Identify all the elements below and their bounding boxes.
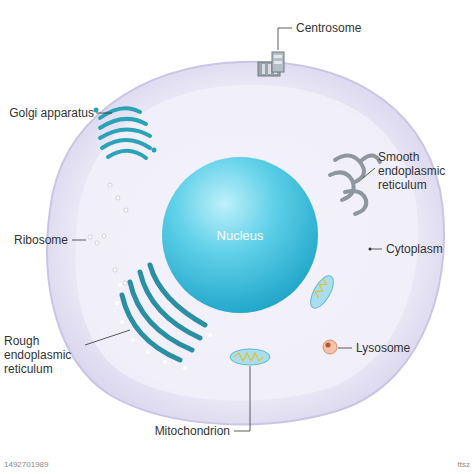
organelle-label: Lysosome xyxy=(356,341,456,355)
golgi-apparatus xyxy=(100,108,150,158)
nucleus: Nucleus xyxy=(162,157,318,313)
organelle-label: Cytoplasm xyxy=(386,242,470,256)
cell-membrane xyxy=(47,62,444,425)
organelle-label: Ribosome xyxy=(4,233,68,247)
organelle-label: Centrosome xyxy=(296,21,406,35)
smooth-er xyxy=(330,155,380,214)
centrosome xyxy=(258,52,284,76)
organelle-label: Rough endoplasmic reticulum xyxy=(4,334,82,376)
organelle-label: Nucleus xyxy=(217,228,264,243)
organelle-label: Smooth endoplasmic reticulum xyxy=(378,150,470,192)
organelle-label: Golgi apparatus xyxy=(4,106,94,120)
organelle-label: Mitochondrion xyxy=(130,424,230,438)
lysosome xyxy=(323,340,337,354)
ribosome-dots xyxy=(88,183,128,285)
watermark: ttsz xyxy=(420,460,470,469)
watermark: 1492701989 xyxy=(4,460,84,469)
